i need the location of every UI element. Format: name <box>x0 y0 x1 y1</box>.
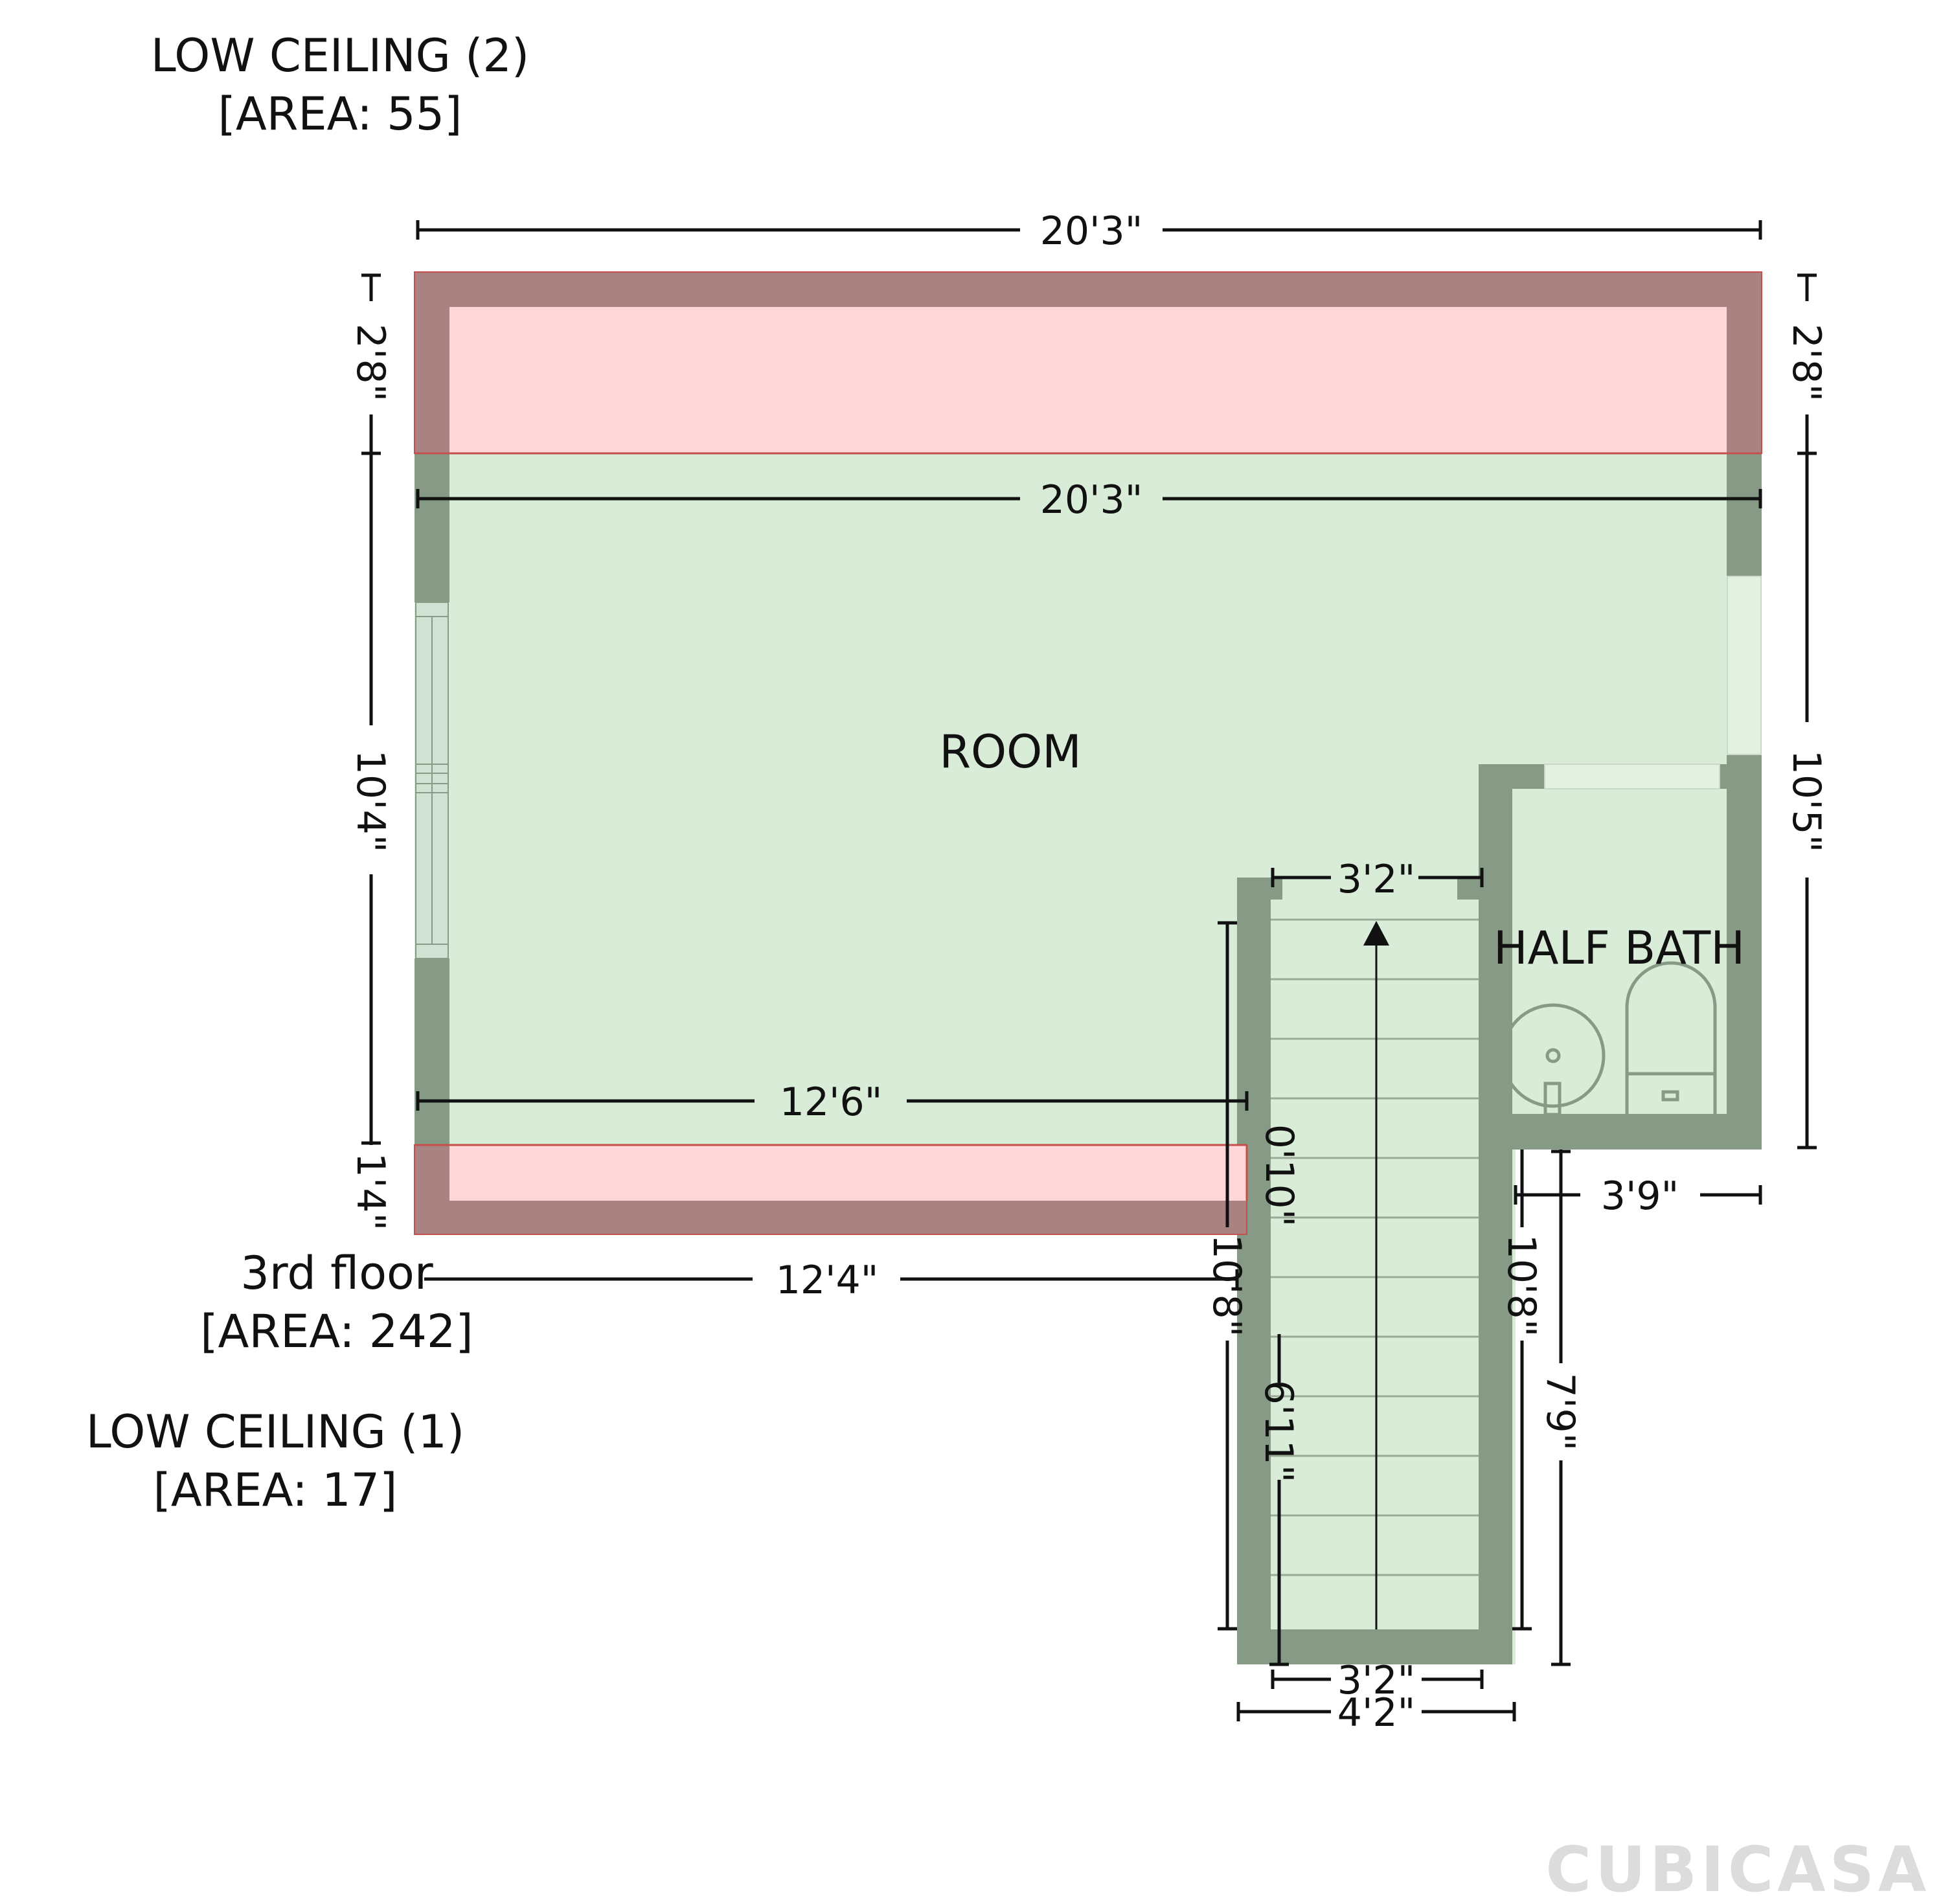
dim-left-top: 2'8" <box>348 324 393 402</box>
low-ceiling-1-label: LOW CEILING (1) <box>86 1405 464 1458</box>
wall-stair-left <box>1237 878 1271 1664</box>
wall-stair-top-left <box>1237 878 1282 900</box>
dim-stair-right: 10'8" <box>1499 1234 1544 1337</box>
bath-door-opening <box>1544 764 1720 789</box>
walls <box>415 453 1762 1664</box>
half-bath-label: HALF BATH <box>1494 922 1745 975</box>
dim-bath-side: 7'9" <box>1538 1373 1583 1451</box>
dim-stair-left: 10'8" <box>1204 1234 1249 1337</box>
low-ceiling-2-label: LOW CEILING (2) <box>151 29 529 82</box>
dim-room-lower: 12'6" <box>780 1080 883 1125</box>
dim-left-bottom: 1'4" <box>348 1153 393 1230</box>
floor-area: [AREA: 242] <box>200 1305 473 1358</box>
stair-direction-arrow <box>1363 921 1389 1629</box>
cubicasa-logo: CUBICASA <box>1546 1833 1930 1904</box>
toilet-fixture <box>1625 961 1717 1114</box>
low-ceiling-1-area: [AREA: 17] <box>153 1464 398 1517</box>
low-ceiling-1-zone <box>414 1144 1248 1235</box>
stairs <box>1271 918 1479 1576</box>
dim-bath-width: 3'9" <box>1601 1173 1679 1219</box>
window-left <box>415 602 449 959</box>
sink-fixture <box>1501 1003 1606 1116</box>
dim-right-top: 2'8" <box>1784 324 1829 402</box>
wall-right-upper <box>1727 453 1762 576</box>
dim-right-room: 10'5" <box>1784 750 1829 853</box>
dim-left-room: 10'4" <box>348 750 393 853</box>
wall-left-lower <box>415 958 449 1146</box>
dim-stair-bottom-outer: 4'2" <box>1337 1690 1415 1736</box>
wall-bath-bottom <box>1479 1114 1762 1150</box>
wall-left-upper <box>415 453 449 602</box>
low-ceiling-2-zone <box>414 271 1762 455</box>
dim-stair-offset: 0'10" <box>1256 1124 1302 1227</box>
dim-stair-run: 6'11" <box>1256 1380 1301 1483</box>
dim-top-width: 20'3" <box>1040 209 1143 254</box>
dim-bottom-left: 12'4" <box>776 1258 879 1303</box>
window-right <box>1727 576 1762 755</box>
dimension-lines <box>361 220 1817 1721</box>
low-ceiling-2-area: [AREA: 55] <box>218 87 462 141</box>
room-label: ROOM <box>939 725 1081 778</box>
dim-stair-bottom-inner: 3'2" <box>1337 1658 1415 1703</box>
dim-stair-top: 3'2" <box>1337 857 1415 902</box>
floor-label: 3rd floor <box>240 1247 433 1300</box>
wall-stair-right <box>1479 764 1512 1664</box>
wall-bath-top-right <box>1720 764 1739 789</box>
dim-room-width: 20'3" <box>1040 477 1143 523</box>
wall-stair-bottom <box>1237 1629 1512 1664</box>
wall-right-lower <box>1727 754 1762 1150</box>
